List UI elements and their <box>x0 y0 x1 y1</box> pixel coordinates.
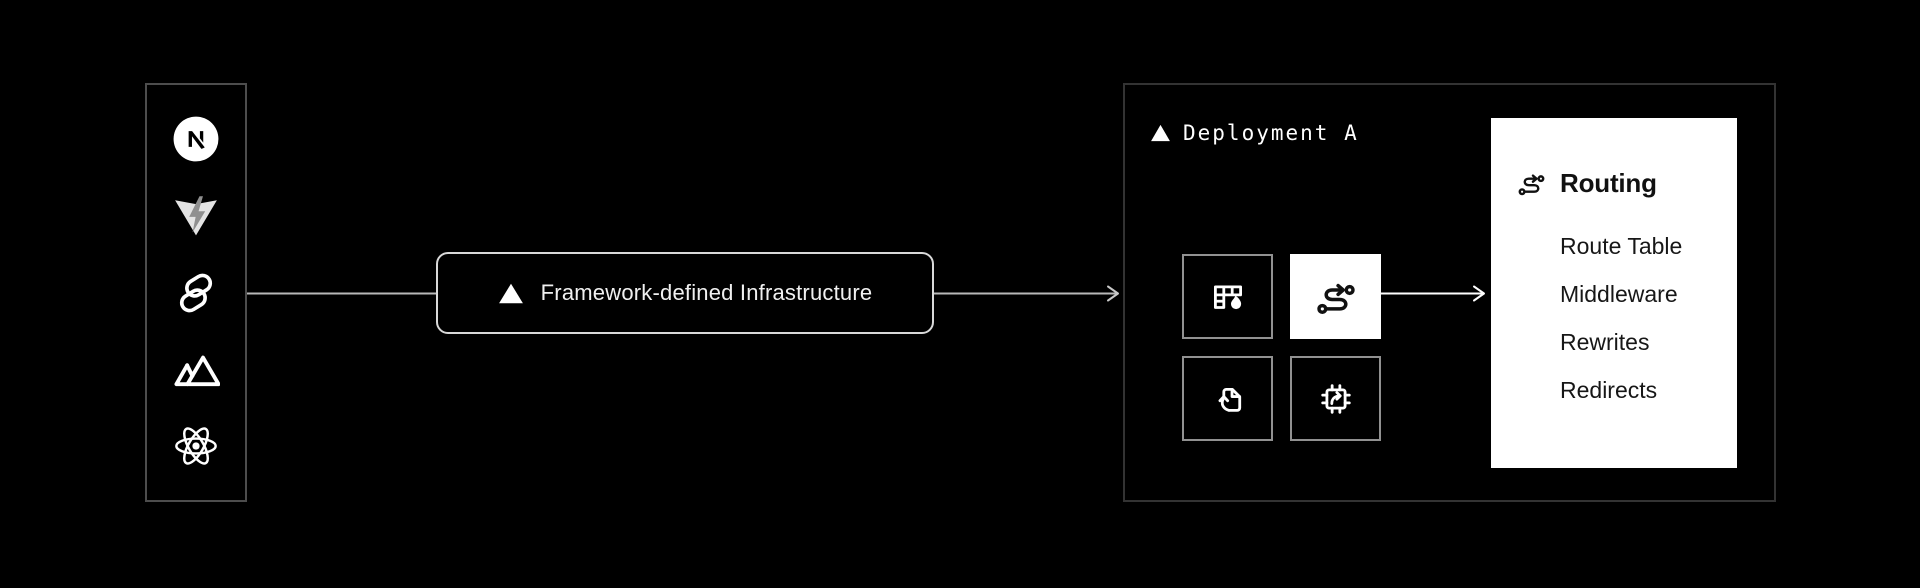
svelte-icon <box>172 269 220 317</box>
react-icon <box>172 422 220 470</box>
routing-list-item: Route Table <box>1560 232 1683 259</box>
routing-list-item: Rewrites <box>1560 328 1650 355</box>
cell-file-refresh <box>1182 356 1273 441</box>
frameworks-panel <box>145 83 247 502</box>
connector-routing-cell-to-panel <box>1380 285 1485 302</box>
cell-compute <box>1290 356 1381 441</box>
cache-table-icon <box>1207 276 1249 318</box>
deployment-label: Deployment A <box>1150 121 1359 145</box>
cell-cache <box>1182 254 1273 339</box>
routing-icon <box>1315 276 1357 318</box>
routing-list-item: Redirects <box>1560 376 1658 403</box>
routing-panel: Routing Route Table Middleware Rewrites … <box>1491 118 1737 468</box>
routing-feature-list: Route Table Middleware Rewrites Redirect… <box>1517 222 1737 414</box>
fdi-label: Framework-defined Infrastructure <box>540 280 873 305</box>
framework-defined-infrastructure-box: Framework-defined Infrastructure <box>436 252 934 334</box>
connector-fdi-to-deployment <box>934 285 1119 302</box>
deployment-output-grid <box>1182 254 1381 441</box>
compute-chip-icon <box>1315 378 1357 420</box>
cell-routing <box>1290 254 1381 339</box>
vercel-triangle-icon <box>498 282 524 305</box>
file-refresh-icon <box>1207 378 1249 420</box>
routing-panel-title: Routing <box>1560 168 1657 198</box>
connector-frameworks-to-fdi <box>247 292 437 295</box>
routing-icon <box>1517 169 1546 198</box>
nuxt-icon <box>172 345 220 393</box>
routing-panel-header: Routing <box>1517 168 1737 199</box>
deployment-label-text: Deployment A <box>1183 121 1359 145</box>
routing-list-item: Middleware <box>1560 280 1678 307</box>
vite-icon <box>172 192 220 240</box>
vercel-triangle-icon <box>1150 124 1171 142</box>
nextjs-icon <box>172 115 220 163</box>
